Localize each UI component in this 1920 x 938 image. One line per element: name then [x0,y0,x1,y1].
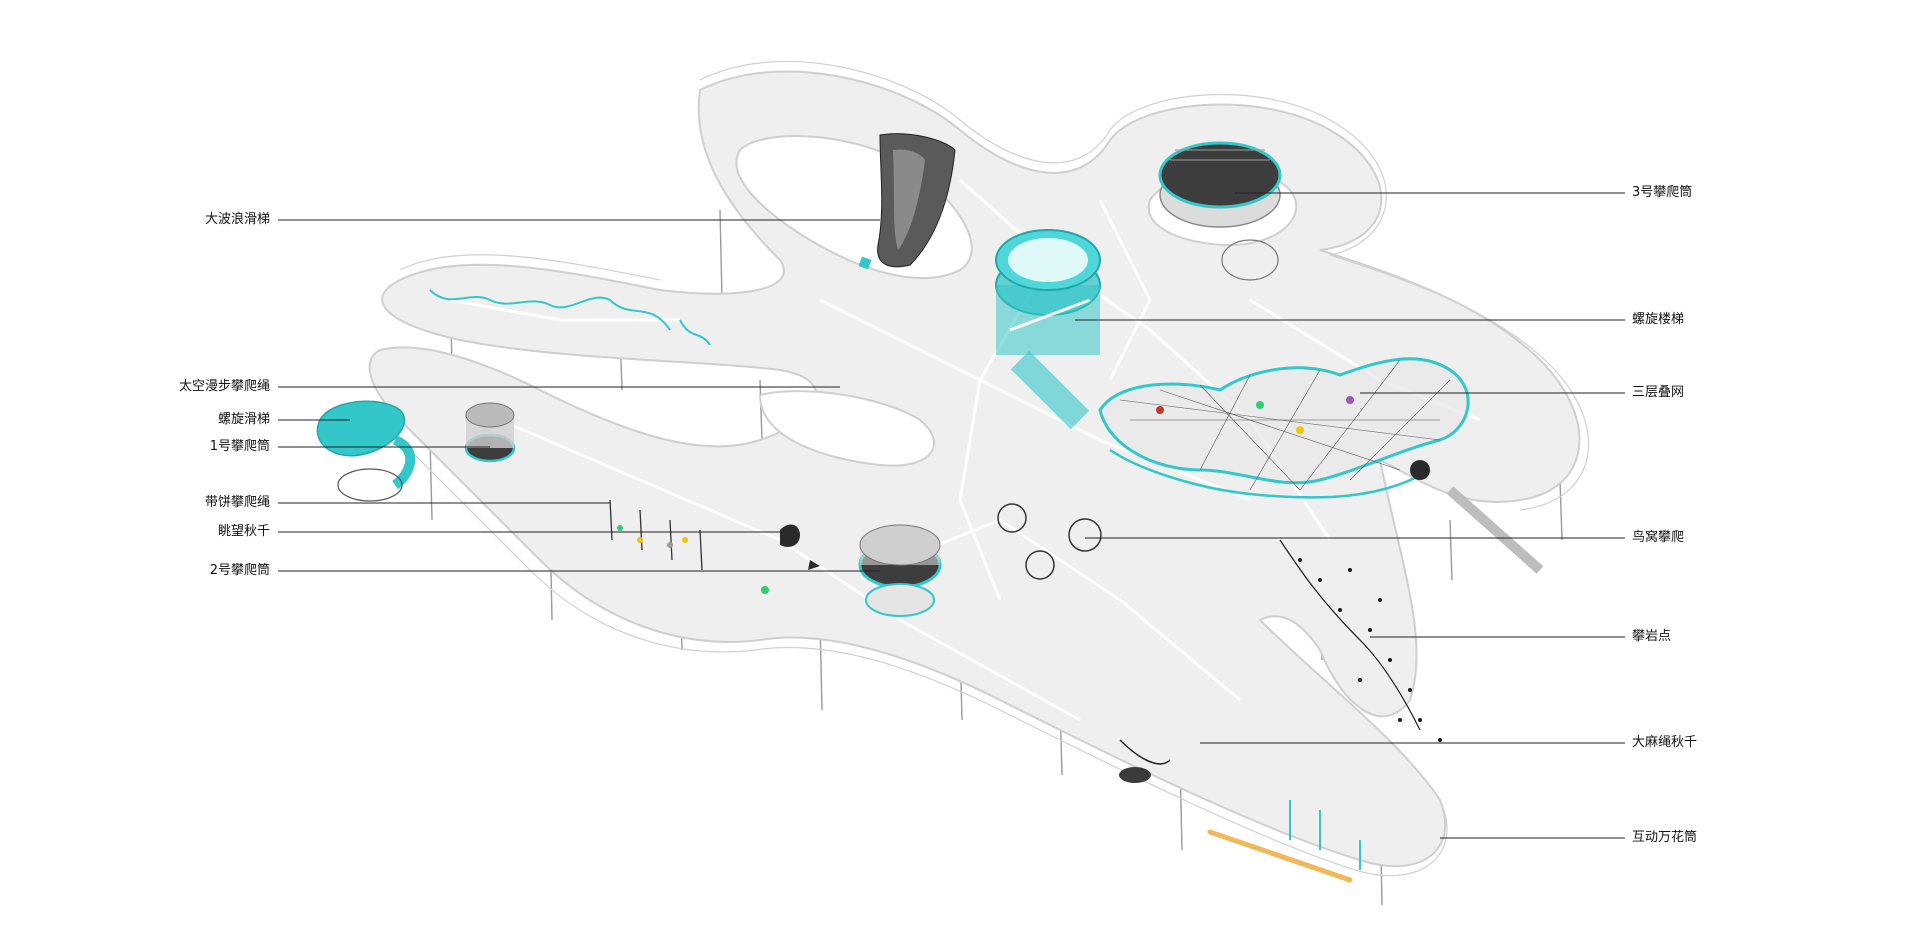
spiral-staircase [995,229,1101,430]
leader-lines [278,192,1625,839]
rock-holds [1279,539,1442,742]
nest-climb [997,503,1102,580]
label-kaleidoscope: 互动万花筒 [1632,830,1698,845]
label-lookout-swing: 眺望秋千 [217,524,270,539]
big-wave-slide [858,133,956,270]
climb-tube-1 [464,402,516,463]
label-nest-climb: 鸟窝攀爬 [1632,530,1685,545]
label-triple-net: 三层叠网 [1632,385,1685,400]
rope-swing [1119,739,1171,783]
label-disc-rope: 带饼攀爬绳 [204,495,270,510]
label-rope-swing: 大麻绳秋千 [1632,735,1698,750]
deck [368,60,1590,877]
lookout-swing [780,524,820,570]
label-climb-tube-1: 1号攀爬筒 [209,439,270,454]
label-spiral-stair: 螺旋楼梯 [1632,312,1685,327]
label-climb-tube-2: 2号攀爬筒 [209,563,270,578]
triple-net [1098,357,1544,574]
spiral-slide [316,400,416,502]
label-rock-holds: 攀岩点 [1632,629,1672,644]
disc-rope [609,499,769,594]
label-space-walk-rope: 太空漫步攀爬绳 [178,379,270,394]
climb-tube-3 [1158,141,1282,281]
space-walk-rope [429,289,711,346]
climb-tube-2 [858,524,942,617]
kaleidoscope [1207,800,1361,883]
label-spiral-slide: 螺旋滑梯 [217,412,270,427]
label-climb-tube-3: 3号攀爬筒 [1632,185,1693,200]
label-big-wave-slide: 大波浪滑梯 [204,212,270,227]
